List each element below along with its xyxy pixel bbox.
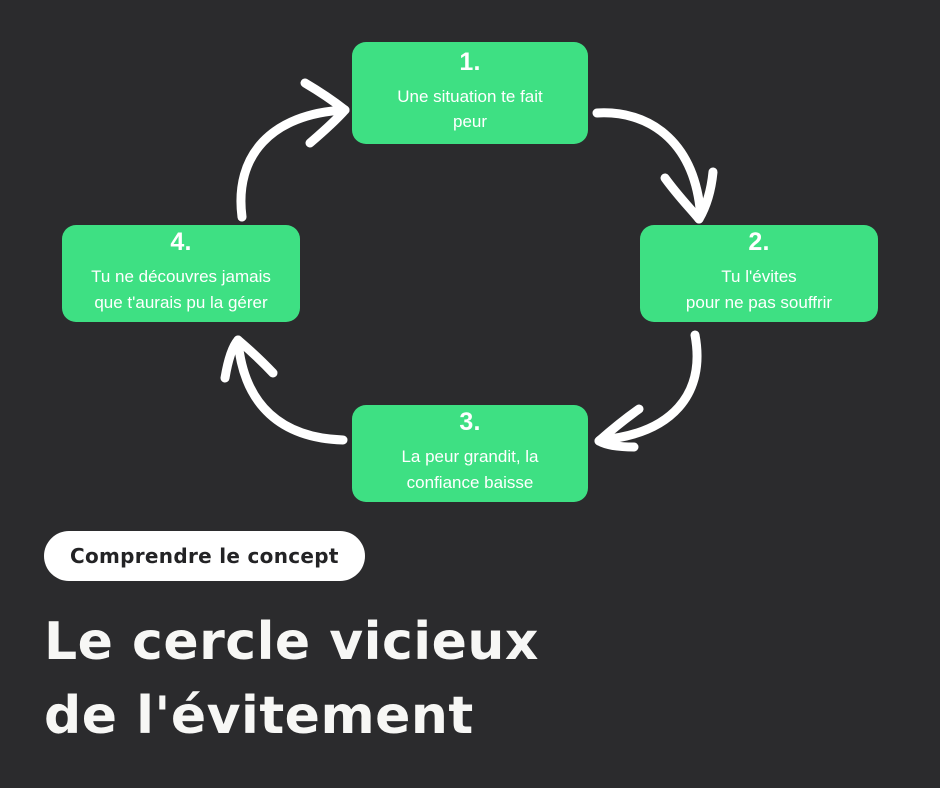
cycle-step-4[interactable]: 4. Tu ne découvres jamais que t'aurais p… — [62, 225, 300, 322]
cycle-diagram: 1. Une situation te fait peur 2. Tu l'év… — [62, 42, 878, 502]
cycle-step-3[interactable]: 3. La peur grandit, la confiance baisse — [352, 405, 588, 502]
cycle-step-1-text: Une situation te fait peur — [397, 86, 543, 131]
cycle-step-1[interactable]: 1. Une situation te fait peur — [352, 42, 588, 144]
cycle-step-2-text: Tu l'évites pour ne pas souffrir — [685, 267, 833, 312]
cycle-step-2-number: 2. — [748, 228, 770, 257]
cycle-step-3-number: 3. — [459, 408, 481, 437]
arrow-2-to-3-icon — [594, 330, 702, 452]
cycle-step-3-text: La peur grandit, la confiance baisse — [401, 447, 539, 492]
arrow-3-to-4-icon — [220, 335, 348, 445]
cycle-step-4-number: 4. — [170, 228, 192, 257]
caption-block: Comprendre le concept Le cercle vicieux … — [0, 520, 940, 788]
cycle-step-1-number: 1. — [459, 47, 481, 76]
arrow-1-to-2-icon — [592, 108, 718, 224]
page-title: Le cercle vicieux de l'évitement — [44, 612, 539, 746]
arrow-4-to-1-icon — [236, 78, 350, 222]
concept-badge[interactable]: Comprendre le concept — [44, 531, 365, 581]
cycle-step-4-text: Tu ne découvres jamais que t'aurais pu l… — [91, 267, 271, 312]
cycle-step-2[interactable]: 2. Tu l'évites pour ne pas souffrir — [640, 225, 878, 322]
